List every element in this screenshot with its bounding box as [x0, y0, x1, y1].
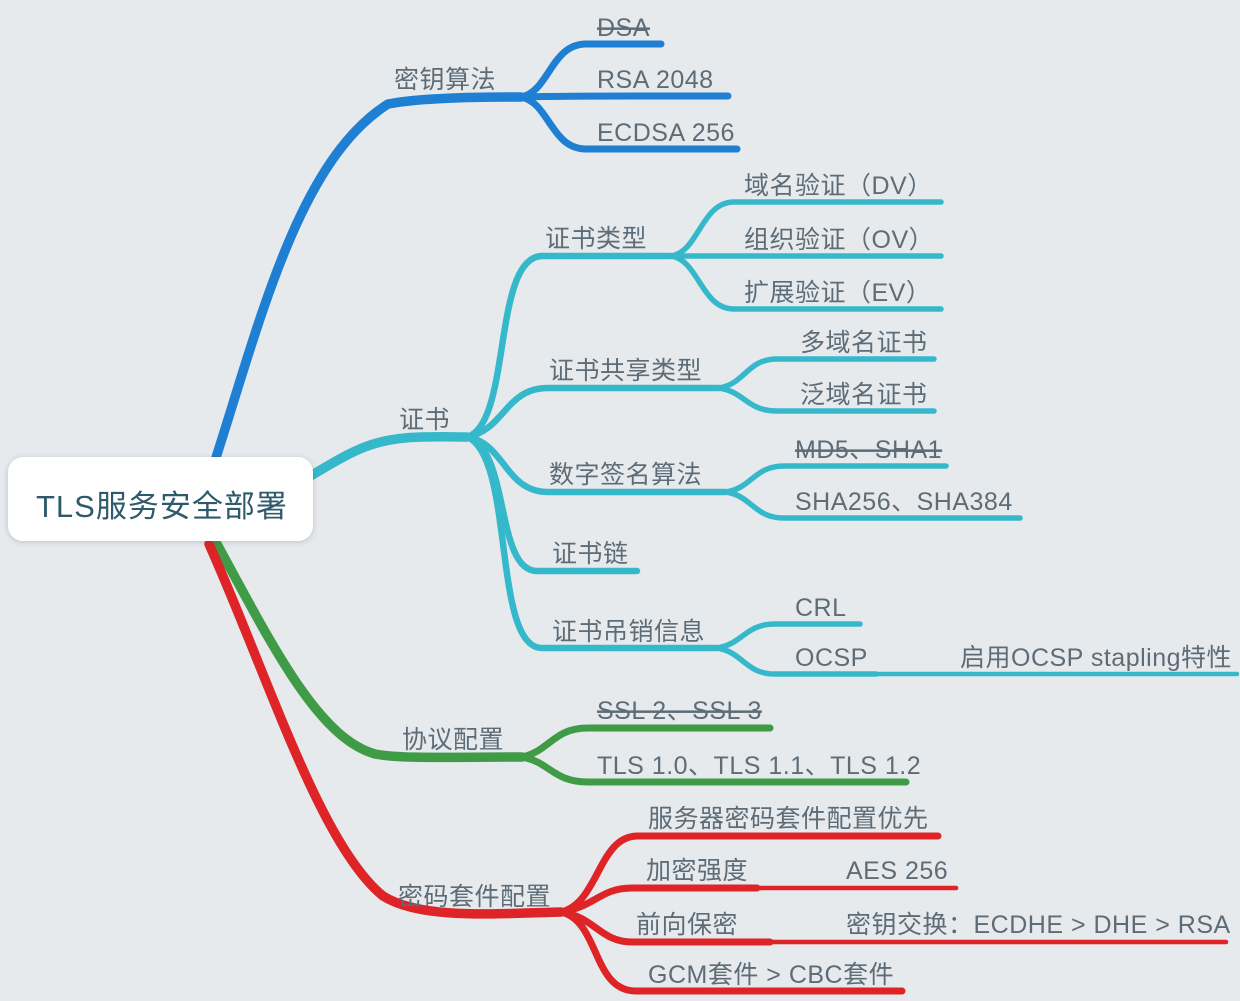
branch-protocol-config: [212, 539, 910, 786]
edge-certificate-revocation: [463, 433, 721, 652]
edge-protocol-tls: [518, 753, 910, 786]
topic-dv[interactable]: 域名验证（DV）: [744, 172, 933, 200]
topic-ecdsa256[interactable]: ECDSA 256: [597, 119, 735, 147]
topic-sha256-sha384[interactable]: SHA256、SHA384: [795, 488, 1013, 516]
topic-md5-sha1[interactable]: MD5、SHA1: [795, 436, 942, 464]
edge-cipher-strength: [557, 884, 761, 916]
topic-strength[interactable]: 加密强度: [646, 857, 748, 885]
topic-key-algorithm[interactable]: 密钥算法: [394, 66, 496, 94]
root-topic[interactable]: TLS服务安全部署: [8, 457, 313, 541]
topic-ov[interactable]: 组织验证（OV）: [744, 226, 934, 254]
root-topic-box[interactable]: [8, 457, 313, 541]
topic-ocsp-stapling[interactable]: 启用OCSP stapling特性: [960, 644, 1232, 672]
root-topic-label: TLS服务安全部署: [36, 489, 288, 524]
topic-multi-domain[interactable]: 多域名证书: [800, 329, 928, 357]
topic-server-preference[interactable]: 服务器密码套件配置优先: [648, 805, 929, 833]
topic-key-exchange[interactable]: 密钥交换：ECDHE > DHE > RSA: [846, 911, 1231, 939]
edge-root-cipher-config: [204, 539, 566, 919]
edge-revocation-ocsp: [714, 645, 879, 677]
topic-cert-chain[interactable]: 证书链: [552, 540, 629, 568]
edge-protocol-ssl: [518, 724, 774, 761]
edge-cipher-gcm: [557, 908, 906, 995]
topic-wildcard[interactable]: 泛域名证书: [800, 381, 928, 409]
branch-cipher-suite-config: [204, 539, 1229, 995]
topic-forward-secrecy[interactable]: 前向保密: [636, 911, 738, 939]
edge-key-algorithm-dsa: [517, 40, 665, 101]
edge-root-protocol-config: [212, 539, 527, 763]
topic-ev[interactable]: 扩展验证（EV）: [744, 279, 931, 307]
topic-rsa2048[interactable]: RSA 2048: [597, 66, 714, 94]
topic-crl[interactable]: CRL: [795, 594, 847, 622]
topic-share-type[interactable]: 证书共享类型: [549, 357, 702, 385]
topic-certificate[interactable]: 证书: [399, 406, 450, 434]
edge-certificate-cert-type: [463, 252, 675, 441]
edge-certificate-share-type: [463, 384, 723, 441]
edge-revocation-crl: [714, 621, 863, 651]
edge-signature-md5-sha1: [723, 463, 949, 495]
topic-dsa[interactable]: DSA: [597, 14, 650, 42]
topic-tls[interactable]: TLS 1.0、TLS 1.1、TLS 1.2: [597, 752, 921, 780]
topic-cert-type[interactable]: 证书类型: [545, 225, 647, 253]
edge-share-type-multi-domain: [716, 356, 937, 391]
topic-aes256[interactable]: AES 256: [846, 857, 948, 885]
topic-protocol-config[interactable]: 协议配置: [402, 726, 504, 754]
edge-key-algorithm-ecdsa256: [517, 93, 741, 153]
topic-gcm[interactable]: GCM套件 > CBC套件: [648, 961, 894, 989]
edge-cert-type-dv: [668, 199, 944, 259]
topic-revocation[interactable]: 证书吊销信息: [552, 618, 705, 646]
topic-signature-algorithm[interactable]: 数字签名算法: [549, 461, 702, 489]
topic-ocsp[interactable]: OCSP: [795, 644, 868, 672]
topic-labels: 密钥算法 DSA RSA 2048 ECDSA 256 证书 证书类型 域名验证…: [394, 14, 1232, 989]
edge-signature-sha256-sha384: [723, 489, 1023, 521]
topic-ssl[interactable]: SSL 2、SSL 3: [597, 697, 762, 725]
edge-root-key-algorithm: [206, 92, 526, 478]
branch-certificate: [304, 199, 1240, 677]
topic-cipher-suite-config[interactable]: 密码套件配置: [398, 883, 551, 911]
branch-key-algorithm: [206, 40, 741, 478]
edge-cert-type-ev: [668, 253, 944, 312]
edge-key-algorithm-rsa2048: [517, 92, 732, 101]
edge-root-certificate: [304, 432, 472, 482]
edge-share-type-wildcard: [716, 385, 937, 414]
